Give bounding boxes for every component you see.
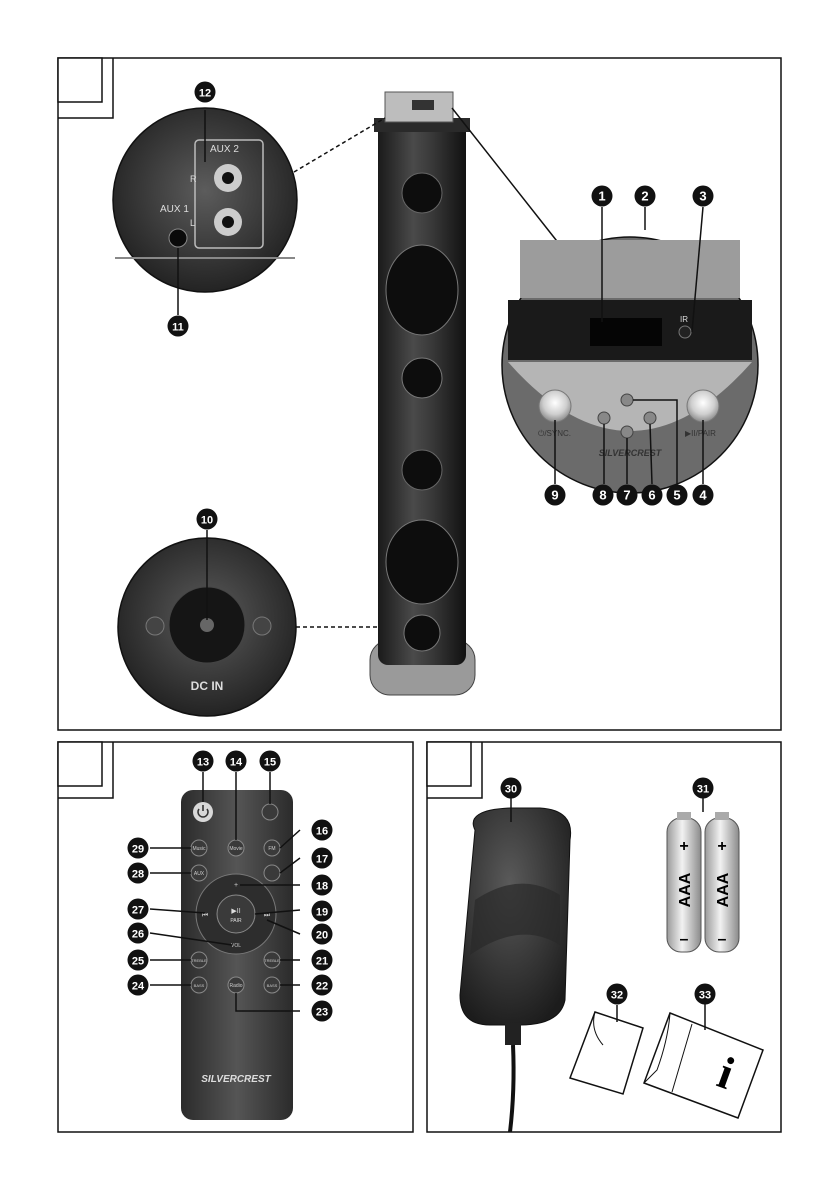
callout-5: 5	[673, 488, 680, 503]
svg-text:TREBLE: TREBLE	[191, 958, 207, 963]
callout-25: 25	[132, 956, 144, 968]
aux-detail-leader	[294, 118, 385, 172]
svg-text:AUX: AUX	[194, 871, 205, 877]
svg-text:▶II: ▶II	[231, 908, 240, 915]
svg-text:FM: FM	[268, 846, 275, 852]
callout-15: 15	[264, 757, 276, 769]
callout-33: 33	[699, 990, 711, 1002]
callout-1: 1	[598, 189, 605, 204]
battery-1-label: AAA	[677, 872, 694, 907]
callout-8: 8	[599, 488, 606, 503]
instruction-manual: i	[644, 1004, 763, 1118]
svg-text:–: –	[718, 931, 727, 948]
callout-17: 17	[316, 854, 328, 866]
battery-2-label: AAA	[715, 872, 732, 907]
callout-24: 24	[132, 981, 145, 993]
callout-2: 2	[641, 189, 648, 204]
power-sync-button[interactable]	[539, 390, 571, 422]
callout-20: 20	[316, 930, 328, 942]
batteries: + + AAA AAA – –	[667, 798, 739, 952]
remote-brand: SILVERCREST	[201, 1074, 271, 1085]
aux-r-label: R	[190, 174, 197, 184]
display-window	[590, 318, 662, 346]
callout-6: 6	[648, 488, 655, 503]
button-5[interactable]	[621, 394, 633, 406]
callout-14: 14	[230, 757, 243, 769]
svg-text:TREBLE: TREBLE	[264, 958, 280, 963]
callout-30: 30	[505, 784, 517, 796]
button-7[interactable]	[621, 426, 633, 438]
svg-text:Movie: Movie	[229, 846, 243, 852]
dc-in-socket[interactable]	[200, 618, 214, 632]
play-pair-label: ▶II/PAIR	[685, 429, 716, 438]
svg-text:Music: Music	[192, 846, 206, 852]
svg-text:+: +	[679, 838, 688, 855]
svg-text:BASS: BASS	[267, 983, 278, 988]
callout-18: 18	[316, 881, 328, 893]
button-8[interactable]	[598, 412, 610, 424]
callout-32: 32	[611, 990, 623, 1002]
remote-vol-up[interactable]: +	[234, 882, 238, 889]
ir-label: IR	[680, 315, 688, 324]
remote-mute-button[interactable]	[262, 804, 278, 820]
aux-l-label: L	[190, 218, 195, 228]
callout-27: 27	[132, 905, 144, 917]
figure-1-label-box	[58, 58, 102, 102]
callout-16: 16	[316, 826, 328, 838]
ir-sensor	[679, 326, 691, 338]
callout-3: 3	[699, 189, 706, 204]
callout-29: 29	[132, 844, 144, 856]
aux2-label: AUX 2	[210, 144, 239, 155]
button-6[interactable]	[644, 412, 656, 424]
aux1-label: AUX 1	[160, 204, 189, 215]
callout-13: 13	[197, 757, 209, 769]
svg-text:BASS: BASS	[194, 983, 205, 988]
base-detail-circle: DC IN	[118, 530, 296, 716]
callout-4: 4	[699, 488, 707, 503]
play-pair-button[interactable]	[687, 390, 719, 422]
svg-text:Radio: Radio	[229, 983, 242, 989]
callout-31: 31	[697, 784, 709, 796]
callout-12: 12	[199, 88, 211, 100]
remote-control: Movie Music FM AUX ▶II PAIR + VOL ⏮ ⏭ TR…	[150, 772, 300, 1120]
remote-bluetooth-button[interactable]	[264, 865, 280, 881]
speaker-brand: SILVERCREST	[599, 448, 663, 458]
callout-11: 11	[172, 322, 184, 334]
callout-23: 23	[316, 1007, 328, 1019]
callout-22: 22	[316, 981, 328, 993]
power-adapter	[460, 798, 571, 1132]
callout-7: 7	[623, 488, 630, 503]
aux-detail-circle: AUX 2 R L AUX 1	[113, 108, 297, 315]
callout-10: 10	[201, 515, 213, 527]
svg-text:+: +	[717, 838, 726, 855]
callout-19: 19	[316, 907, 328, 919]
callout-21: 21	[316, 956, 328, 968]
callout-26: 26	[132, 929, 144, 941]
dc-in-label: DC IN	[191, 679, 224, 693]
top-panel-detail-circle: IR ⏻/SYNC. ▶II/PAIR SILVERCREST	[502, 207, 758, 493]
tower-speaker	[370, 92, 475, 695]
svg-text:–: –	[680, 931, 689, 948]
leaflet	[570, 1005, 643, 1094]
svg-text:PAIR: PAIR	[230, 918, 242, 924]
callout-28: 28	[132, 869, 144, 881]
callout-9: 9	[551, 488, 558, 503]
remote-vol-down[interactable]: VOL	[231, 943, 241, 949]
top-detail-leader	[452, 108, 560, 245]
